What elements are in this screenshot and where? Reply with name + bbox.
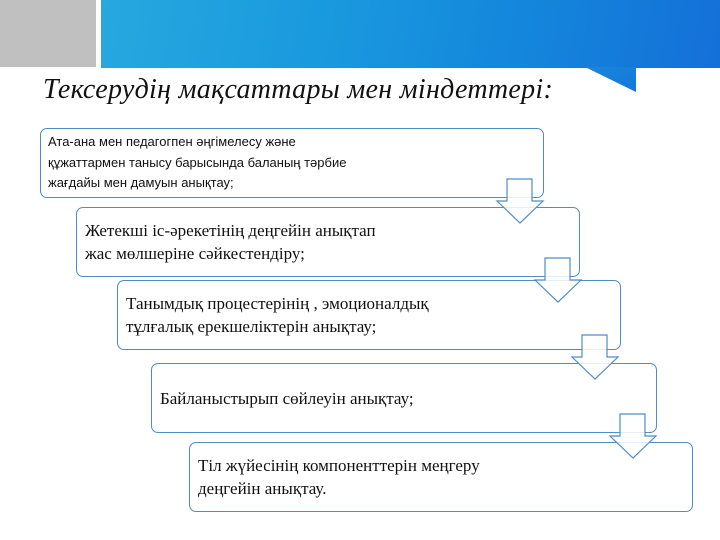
flow-step-text: Ата-ана мен педагогпен әңгімелесу және қ… [41,132,406,194]
flow-step-text: Байланыстырып сөйлеуін анықтау; [152,387,474,410]
flow-step-line: Ата-ана мен педагогпен әңгімелесу және [48,134,296,150]
flow-step-line: Тіл жүйесінің компоненттерін меңгеру [198,456,480,475]
flow-step-line: Байланыстырып сөйлеуін анықтау; [160,388,414,408]
flow-step-text: Тіл жүйесінің компоненттерін меңгеру дең… [190,454,540,500]
flow-step-line: құжаттармен танысу барысында баланың тәр… [48,154,347,170]
flow-step-line: тұлғалық ерекшеліктерін анықтау; [126,317,377,336]
down-arrow-icon [570,334,620,380]
flow-step-5: Тіл жүйесінің компоненттерін меңгеру дең… [189,442,693,512]
down-arrow-icon [608,413,658,459]
header-blue-band [101,0,720,68]
flow-step-line: Танымдық процестерінің , эмоционалдық [126,294,429,313]
flow-step-4: Байланыстырып сөйлеуін анықтау; [151,363,657,433]
flow-step-1: Ата-ана мен педагогпен әңгімелесу және қ… [40,128,544,198]
flow-step-3: Танымдық процестерінің , эмоционалдық тұ… [117,280,621,350]
flow-step-line: жағдайы мен дамуын анықтау; [48,175,234,191]
flow-step-2: Жетекші іс-әрекетінің деңгейін анықтап ж… [76,207,580,277]
flow-step-line: жас мөлшеріне сәйкестендіру; [85,244,305,263]
page-title: Тексерудің мақсаттары мен міндеттері: [43,74,554,105]
header-grey-block [0,0,96,67]
flow-step-text: Танымдық процестерінің , эмоционалдық тұ… [118,292,489,338]
down-arrow-icon [533,257,583,303]
flow-step-line: деңгейін анықтау. [198,479,327,498]
flow-step-text: Жетекші іс-әрекетінің деңгейін анықтап ж… [77,219,436,265]
down-arrow-icon [495,178,545,224]
flow-step-line: Жетекші іс-әрекетінің деңгейін анықтап [85,221,376,240]
